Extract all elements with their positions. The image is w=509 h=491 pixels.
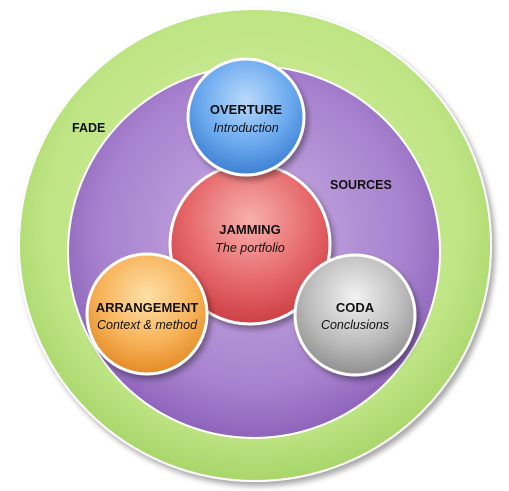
overture-circle — [186, 57, 306, 177]
coda-title: CODA — [336, 300, 375, 315]
sources-label: SOURCES — [330, 178, 392, 192]
coda-subtitle: Conclusions — [321, 318, 389, 332]
coda-circle — [293, 253, 417, 377]
overture-title: OVERTURE — [210, 102, 283, 117]
arrangement-subtitle: Context & method — [97, 318, 198, 332]
jamming-subtitle: The portfolio — [215, 241, 285, 255]
arrangement-circle — [85, 252, 209, 376]
jamming-title: JAMMING — [219, 222, 280, 237]
overture-subtitle: Introduction — [213, 121, 278, 135]
fade-label: FADE — [72, 121, 105, 135]
arrangement-title: ARRANGEMENT — [96, 300, 199, 315]
